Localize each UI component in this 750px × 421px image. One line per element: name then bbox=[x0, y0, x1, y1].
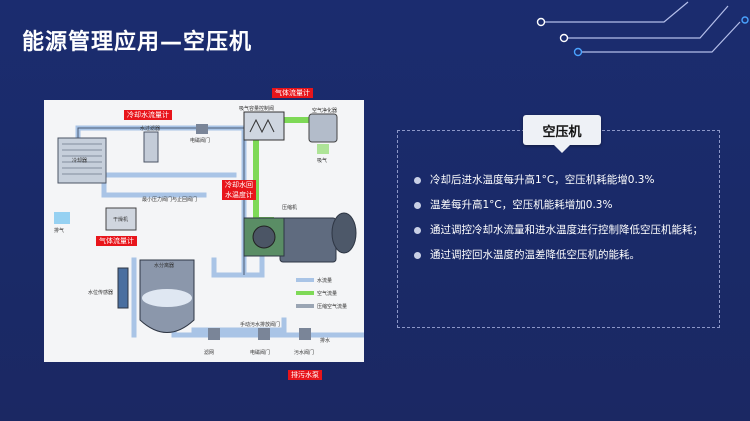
diagram-drawing bbox=[54, 111, 364, 340]
label-control-valve: 吸气容量控制阀 bbox=[239, 106, 275, 112]
gas-flow-meter-tag-top: 气体流量计 bbox=[272, 88, 313, 98]
drain-pump-tag: 排污水泵 bbox=[288, 370, 322, 380]
label-filter-bottom: 滤网 bbox=[204, 350, 215, 356]
legend-air: 空气流量 bbox=[317, 291, 338, 297]
label-min-pressure-valve: 最小压力阀门与止回阀门 bbox=[142, 197, 198, 203]
bullet-item: 冷却后进水温度每升高1°C，空压机耗能增0.3% bbox=[412, 172, 712, 189]
return-temp-tag-line1: 冷却水回 bbox=[222, 180, 256, 190]
label-electromag-valve-bottom: 电磁阀门 bbox=[250, 350, 271, 356]
label-exhaust-top: 吸气 bbox=[317, 158, 328, 164]
label-electromag-valve-top: 电磁阀门 bbox=[190, 138, 211, 144]
page-title: 能源管理应用—空压机 bbox=[22, 30, 253, 55]
label-level-sensor: 水位传感器 bbox=[88, 290, 114, 296]
legend-compressed-air: 压缩空气流量 bbox=[317, 304, 348, 310]
label-waste-valve: 污水阀门 bbox=[294, 350, 315, 356]
label-cooler: 冷却器 bbox=[72, 158, 88, 164]
label-drain: 排水 bbox=[320, 338, 331, 344]
bullet-list: 冷却后进水温度每升高1°C，空压机耗能增0.3% 温差每升高1°C，空压机能耗增… bbox=[412, 172, 712, 272]
label-manual-drain-valve: 手动污水排放阀门 bbox=[240, 322, 281, 328]
label-compressor: 压缩机 bbox=[282, 205, 298, 211]
bullet-item: 温差每升高1°C，空压机能耗增加0.3% bbox=[412, 197, 712, 214]
label-water-filter: 水过滤器 bbox=[140, 126, 161, 132]
bullet-item: 通过调控回水温度的温差降低空压机的能耗。 bbox=[412, 247, 712, 264]
bullet-item: 通过调控冷却水流量和进水温度进行控制降低空压机能耗； bbox=[412, 222, 712, 239]
label-separator: 水分离器 bbox=[154, 263, 175, 269]
return-temp-tag-line2: 水温度计 bbox=[222, 190, 256, 200]
card-title: 空压机 bbox=[523, 115, 601, 153]
cooling-flow-meter-tag: 冷却水流量计 bbox=[124, 110, 172, 120]
compressor-system-diagram: 气体流量计 冷却水流量计 冷却水回 水温度计 气体流量计 排污水泵 吸气容量控制… bbox=[44, 88, 364, 380]
label-dryer: 干燥机 bbox=[113, 217, 129, 223]
label-exhaust-left: 排气 bbox=[54, 228, 65, 234]
legend-water: 水流量 bbox=[317, 278, 333, 284]
gas-flow-meter-tag-left: 气体流量计 bbox=[96, 236, 137, 246]
label-air-purifier: 空气净化器 bbox=[312, 108, 338, 114]
